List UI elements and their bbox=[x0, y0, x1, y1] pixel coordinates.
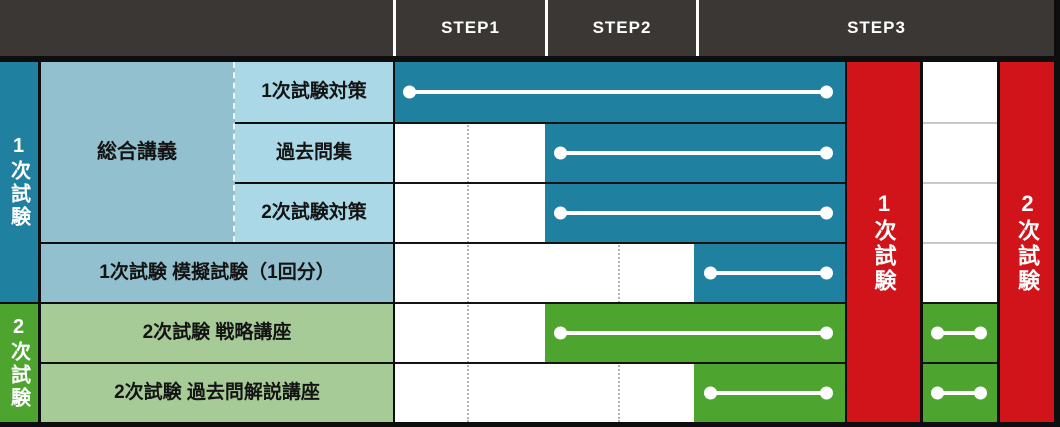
exam-band-second: 2次試験 bbox=[1000, 62, 1054, 422]
between-exams-column bbox=[923, 62, 997, 422]
row-label-first-exam-prep-text: 1次試験対策 bbox=[261, 80, 367, 102]
row-label-strategy-course: 2次試験 戦略講座 bbox=[41, 304, 393, 362]
timeline-first-exam-prep bbox=[409, 90, 827, 94]
header-divider bbox=[393, 0, 396, 56]
row-label-second-exam-prep-text: 2次試験対策 bbox=[261, 201, 367, 223]
step1-header-label: STEP1 bbox=[441, 18, 500, 37]
row-separator bbox=[923, 302, 997, 304]
row-separator bbox=[923, 362, 997, 364]
row-separator-light bbox=[923, 242, 997, 244]
row-label-first-exam-prep: 1次試験対策 bbox=[235, 62, 393, 122]
step2-header-label: STEP2 bbox=[592, 18, 652, 37]
row-label-second-exam-prep: 2次試験対策 bbox=[235, 184, 393, 242]
sidebar-group-second-exam: 2次試験 bbox=[0, 304, 38, 422]
row-label-past-exam-commentary: 2次試験 過去問解説講座 bbox=[41, 364, 393, 422]
course-group-cell: 総合講義 bbox=[41, 62, 235, 242]
exam-band-second-label: 2次試験 bbox=[1015, 190, 1040, 294]
exam-band-first-label: 1次試験 bbox=[871, 190, 897, 294]
row-label-past-questions: 過去問集 bbox=[235, 124, 393, 182]
timeline-past-questions bbox=[560, 151, 827, 155]
course-group-label: 総合講義 bbox=[97, 141, 177, 163]
exam-band-first: 1次試験 bbox=[847, 62, 920, 422]
sidebar-group-second-exam-label: 2次試験 bbox=[7, 316, 30, 410]
header-divider bbox=[545, 0, 548, 56]
timeline-second-exam-prep bbox=[560, 211, 827, 215]
row-separator-light bbox=[923, 182, 997, 184]
timeline-strategy-course-post-exam1 bbox=[937, 331, 981, 335]
row-label-past-questions-text: 過去問集 bbox=[275, 141, 352, 163]
timeline-past-exam-commentary-post-exam1 bbox=[937, 391, 981, 395]
row-label-mock-exam-text: 1次試験 模擬試験（1回分） bbox=[99, 261, 335, 283]
gantt-grid bbox=[395, 62, 845, 422]
row-separator bbox=[395, 242, 845, 244]
row-separator bbox=[395, 302, 845, 304]
row-separator bbox=[395, 182, 845, 184]
step3-header-label: STEP3 bbox=[847, 18, 906, 37]
step-header: STEP1 STEP2 STEP3 bbox=[0, 0, 1054, 56]
row-separator bbox=[395, 362, 845, 364]
header-divider bbox=[696, 0, 699, 56]
row-label-mock-exam: 1次試験 模擬試験（1回分） bbox=[41, 244, 393, 302]
row-label-strategy-course-text: 2次試験 戦略講座 bbox=[142, 321, 292, 343]
row-separator bbox=[395, 122, 845, 124]
timeline-strategy-course bbox=[560, 331, 827, 335]
row-label-past-exam-commentary-text: 2次試験 過去問解説講座 bbox=[114, 381, 320, 403]
timeline-mock-exam bbox=[710, 271, 827, 275]
row-separator-light bbox=[923, 122, 997, 124]
timeline-past-exam-commentary bbox=[710, 391, 827, 395]
sidebar-group-first-exam-label: 1次試験 bbox=[7, 135, 30, 229]
sidebar-group-first-exam: 1次試験 bbox=[0, 62, 38, 302]
